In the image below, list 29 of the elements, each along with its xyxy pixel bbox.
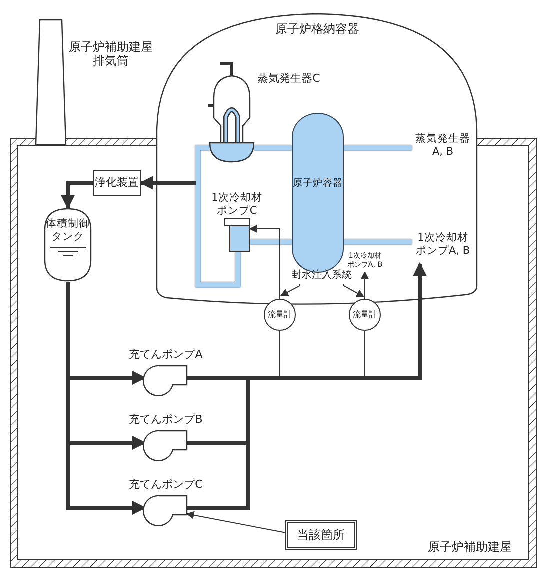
- arrow: [140, 176, 196, 190]
- pump-label: 充てんポンプA: [128, 348, 204, 362]
- component-label: 1次冷却材ポンプC: [210, 192, 264, 218]
- pump-label: 充てんポンプC: [128, 478, 204, 492]
- purifier-box: 浄化装置: [93, 170, 141, 196]
- pipe: [254, 146, 292, 150]
- pipe: [344, 240, 412, 244]
- containment-label: 原子炉格納容器: [274, 22, 360, 36]
- component-label: 蒸気発生器C: [257, 72, 321, 86]
- building-label: 原子炉補助建屋: [427, 540, 513, 554]
- pipe: [196, 146, 240, 288]
- arrow: [249, 225, 280, 300]
- leader-line: [186, 511, 286, 534]
- leader-line: [344, 284, 365, 298]
- arrow: [187, 262, 427, 510]
- leader-line: [280, 284, 300, 296]
- stack-label: 原子炉補助建屋排気筒: [68, 40, 154, 69]
- volume-control-tank: [44, 208, 92, 282]
- component-label: 1次冷却材ポンプA, B: [412, 232, 474, 264]
- component-label: 原子炉容器: [293, 178, 342, 190]
- component-label: 蒸気発生器 A, B: [412, 133, 474, 165]
- location-box: 当該箇所: [285, 520, 357, 550]
- pump-label: 充てんポンプB: [128, 413, 204, 426]
- tank-label: 体積制御タンク: [45, 218, 91, 244]
- pipe: [344, 146, 412, 150]
- callout-label: 封水注入系統: [292, 270, 352, 284]
- arrow: [61, 181, 93, 210]
- arrow: [361, 271, 369, 300]
- pipe: [250, 240, 292, 244]
